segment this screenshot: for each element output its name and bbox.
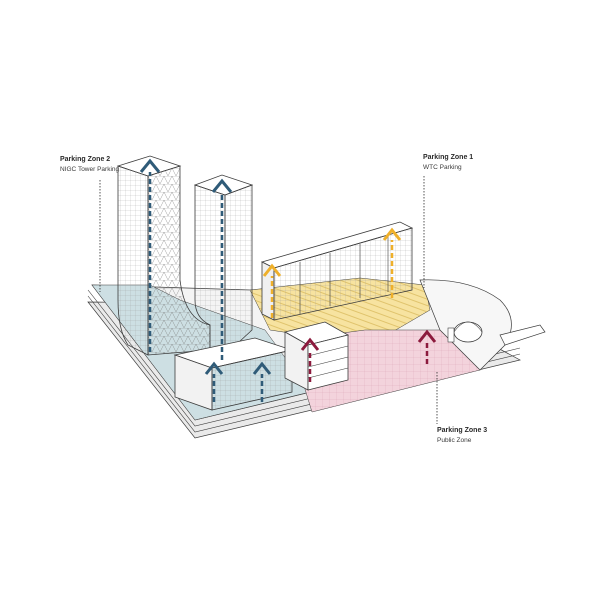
dashed-up-arrow-icon bbox=[417, 329, 437, 343]
zone1-arrows bbox=[262, 227, 402, 318]
zone2-label: Parking Zone 2 NIGC Tower Parking bbox=[60, 156, 120, 173]
left-tower-face bbox=[117, 165, 149, 356]
dashed-up-arrow-icon bbox=[300, 337, 320, 351]
leader-lines bbox=[99, 176, 438, 424]
zone2-title: Parking Zone 2 bbox=[60, 156, 110, 163]
nigc-towers bbox=[116, 155, 254, 356]
dashed-up-arrow-icon bbox=[252, 361, 272, 375]
dashed-up-arrow-icon bbox=[139, 158, 161, 173]
zone3-arrows bbox=[300, 329, 437, 382]
dashed-up-arrow-icon bbox=[204, 361, 224, 375]
zone2-subtitle: NIGC Tower Parking bbox=[60, 166, 120, 173]
zone3-title: Parking Zone 3 bbox=[437, 427, 487, 434]
dashed-up-arrow-icon bbox=[211, 178, 233, 193]
podium-blocks bbox=[173, 321, 350, 411]
dashed-up-arrow-icon bbox=[382, 227, 402, 241]
road-ramp bbox=[499, 324, 546, 346]
zone1-subtitle: WTC Parking bbox=[423, 164, 462, 171]
zone3-label: Parking Zone 3 Public Zone bbox=[437, 427, 487, 444]
zone1-label: Parking Zone 1 WTC Parking bbox=[423, 154, 473, 171]
dashed-up-arrow-icon bbox=[262, 263, 282, 277]
dome-building bbox=[453, 321, 483, 343]
zone2-arrows bbox=[139, 158, 272, 402]
zone1-title: Parking Zone 1 bbox=[423, 154, 473, 161]
zone3-subtitle: Public Zone bbox=[437, 437, 472, 444]
